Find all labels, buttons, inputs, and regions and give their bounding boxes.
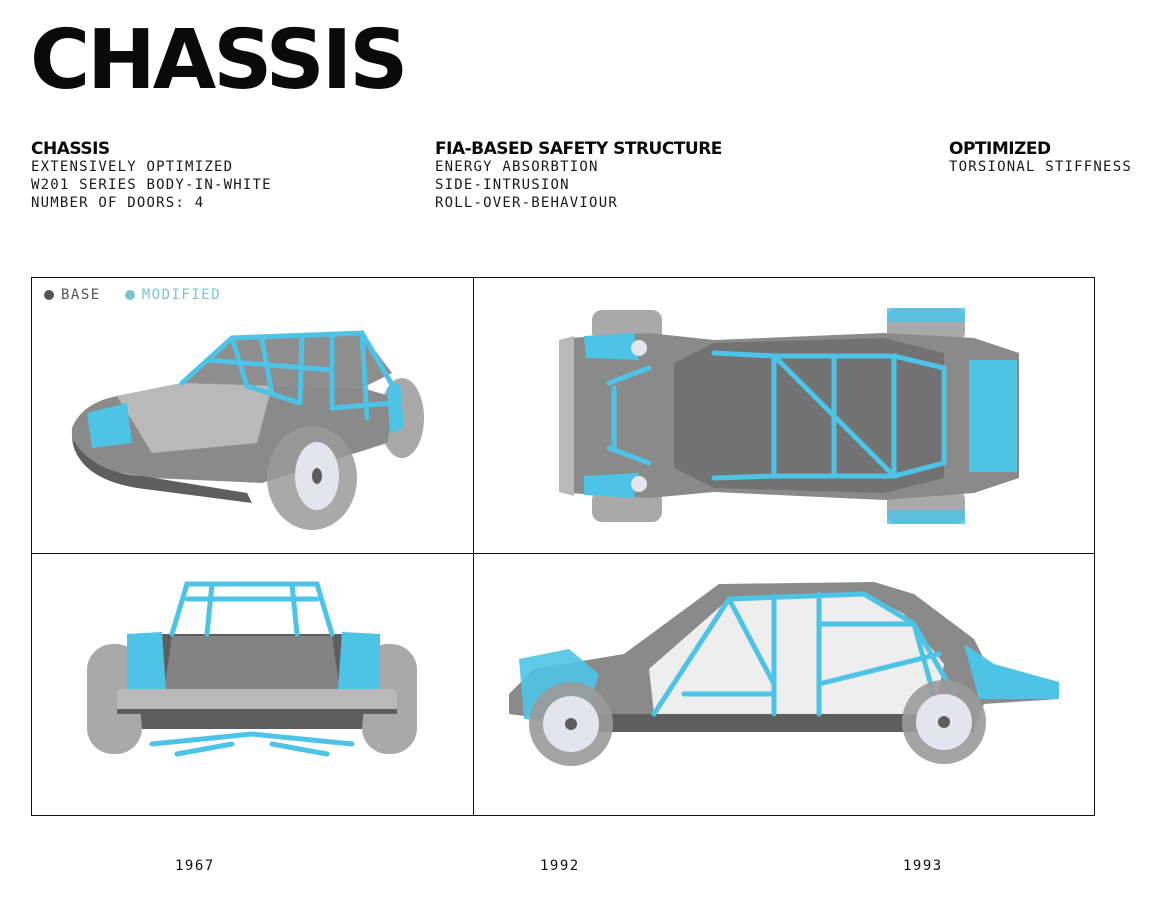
spec-heading: CHASSIS	[31, 139, 110, 159]
year-label: 1967	[175, 858, 215, 874]
spec-line: W201 SERIES BODY-IN-WHITE	[31, 177, 272, 193]
legend-dot-modified	[124, 290, 135, 300]
view-perspective: BASE MODIFIED	[32, 278, 473, 553]
spec-safety-structure: FIA-BASED SAFETY STRUCTURE ENERGY ABSORB…	[435, 140, 722, 212]
spec-heading: FIA-BASED SAFETY STRUCTURE	[435, 139, 722, 159]
page-title: CHASSIS	[30, 13, 408, 108]
view-side	[474, 554, 1096, 816]
chassis-top-icon	[559, 308, 1019, 524]
view-top	[474, 278, 1096, 553]
spec-line: TORSIONAL STIFFNESS	[949, 159, 1132, 175]
legend-item-base: BASE	[44, 287, 101, 303]
view-rear	[32, 554, 473, 816]
spec-line: ROLL-OVER-BEHAVIOUR	[435, 195, 618, 211]
spec-line: EXTENSIVELY OPTIMIZED	[31, 159, 234, 175]
legend-item-modified: MODIFIED	[124, 287, 222, 303]
legend-label-modified: MODIFIED	[141, 287, 222, 303]
year-label: 1993	[903, 858, 943, 874]
legend-label-base: BASE	[61, 287, 101, 303]
view-grid: BASE MODIFIED	[31, 277, 1095, 816]
spec-optimized: OPTIMIZED TORSIONAL STIFFNESS	[949, 140, 1132, 176]
grid-divider-horizontal	[32, 553, 1094, 554]
chassis-rear-icon	[87, 581, 417, 757]
spec-heading: OPTIMIZED	[949, 139, 1051, 159]
year-label: 1992	[540, 858, 580, 874]
chassis-side-icon	[509, 582, 1059, 766]
spec-line: ENERGY ABSORBTION	[435, 159, 599, 175]
spec-chassis: CHASSIS EXTENSIVELY OPTIMIZED W201 SERIE…	[31, 140, 272, 212]
grid-divider-vertical	[473, 278, 474, 815]
legend: BASE MODIFIED	[44, 287, 235, 303]
spec-line: SIDE-INTRUSION	[435, 177, 570, 193]
legend-dot-base	[44, 290, 54, 300]
chassis-perspective-icon	[71, 330, 424, 530]
spec-line: NUMBER OF DOORS: 4	[31, 195, 205, 211]
